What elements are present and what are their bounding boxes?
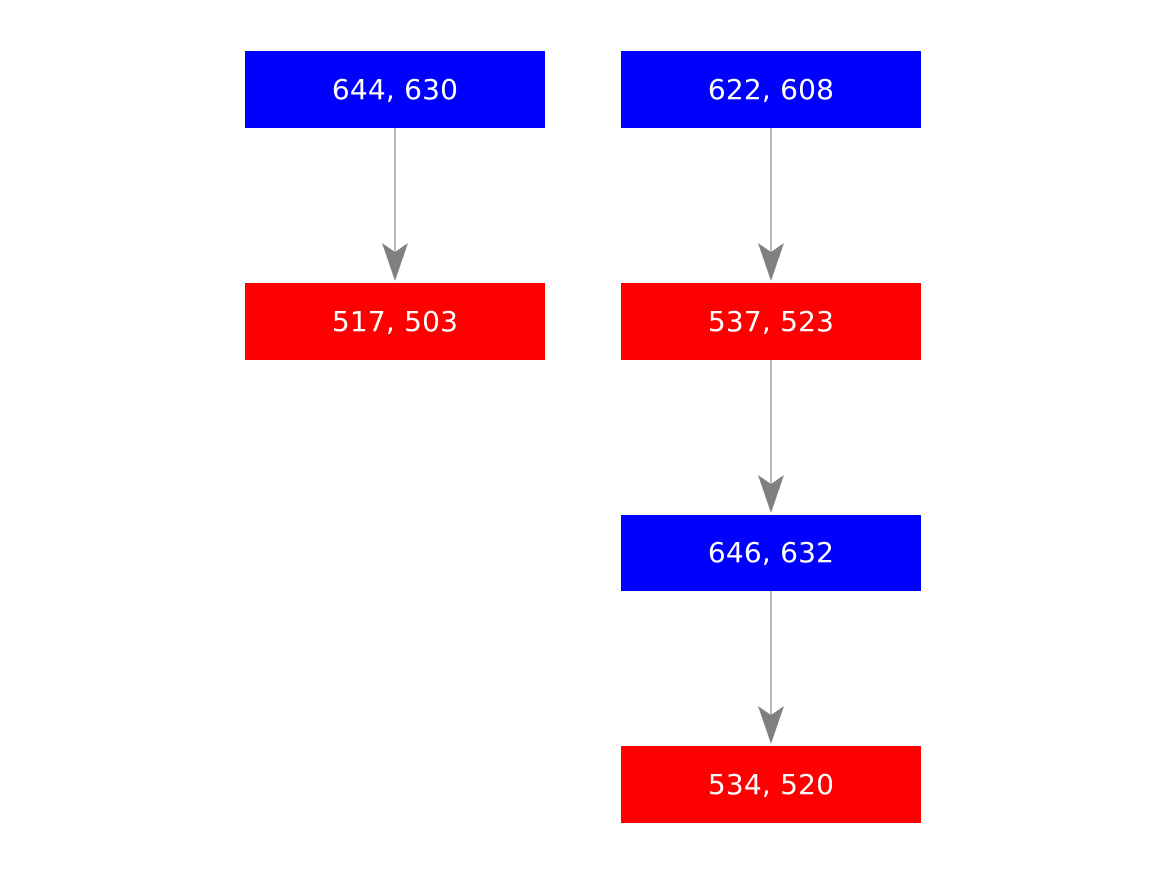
edge-arrowhead-icon (382, 243, 408, 281)
edges-group (382, 128, 784, 744)
graph-node[interactable]: 646, 632 (621, 515, 921, 591)
edge-n2-to-n4 (758, 128, 784, 281)
graph-node[interactable]: 517, 503 (245, 283, 545, 360)
graph-node[interactable]: 644, 630 (245, 51, 545, 128)
graph-node-label: 644, 630 (331, 72, 459, 106)
graph-node-label: 537, 523 (707, 304, 835, 338)
edge-n1-to-n3 (382, 128, 408, 281)
graph-node-label: 646, 632 (707, 536, 835, 569)
edge-arrowhead-icon (758, 706, 784, 744)
graph-node-label: 622, 608 (707, 72, 835, 106)
graph-node-label: 534, 520 (707, 767, 835, 801)
edge-n5-to-n6 (758, 591, 784, 744)
graph-node-label: 517, 503 (331, 304, 459, 338)
edge-arrowhead-icon (758, 243, 784, 281)
edge-arrowhead-icon (758, 475, 784, 513)
graph-node[interactable]: 537, 523 (621, 283, 921, 360)
graph-node[interactable]: 622, 608 (621, 51, 921, 128)
graph-node[interactable]: 534, 520 (621, 746, 921, 823)
edge-n4-to-n5 (758, 360, 784, 513)
